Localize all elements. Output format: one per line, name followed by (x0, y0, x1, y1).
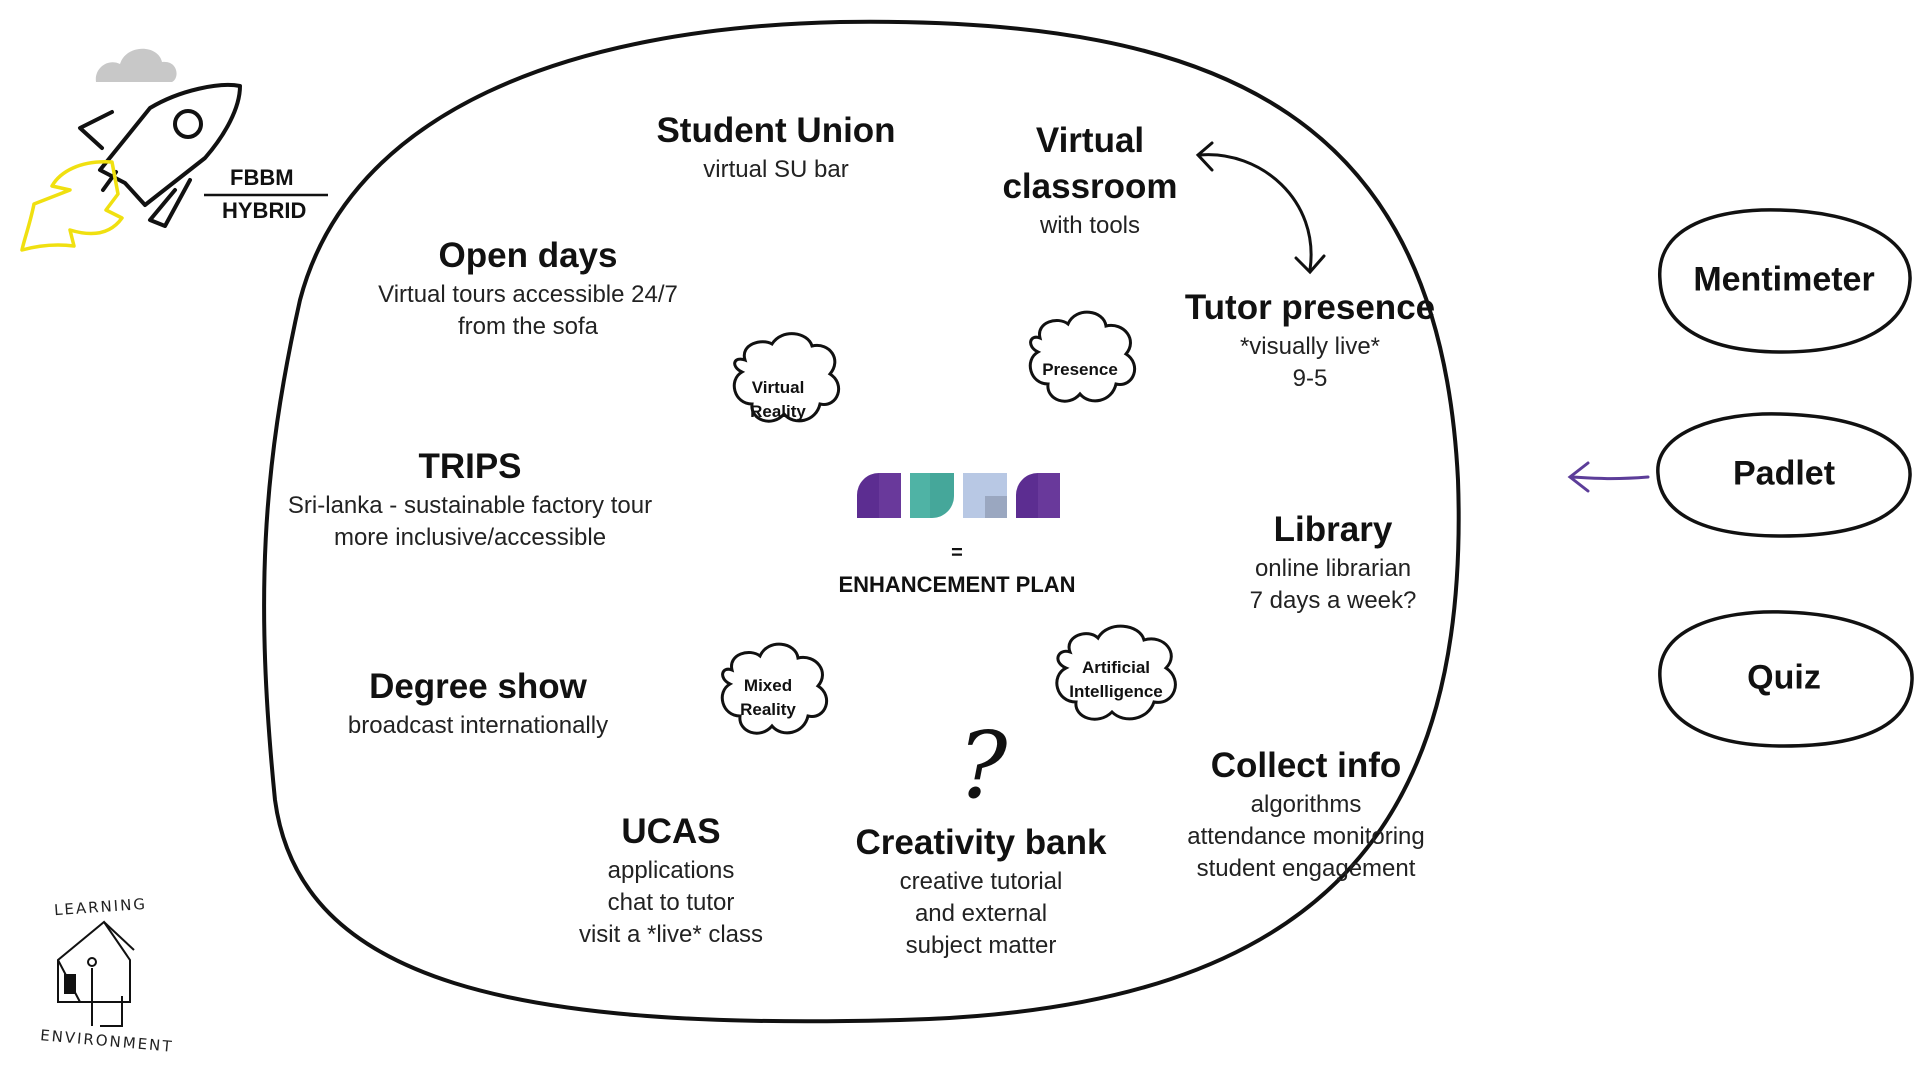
block-line: visit a *live* class (578, 921, 764, 948)
block-line: applications (607, 857, 735, 884)
block-line: with tools (1039, 212, 1141, 239)
block-title: Library (1273, 510, 1393, 549)
block-title-line1: Virtual (1035, 121, 1145, 160)
block-title: Open days (438, 236, 618, 275)
block-title: UCAS (621, 812, 721, 851)
cloud-shape-virtual-reality (732, 332, 841, 423)
rocket-flame-icon (20, 160, 124, 252)
block-collect-info: Collect info algorithms attendance monit… (1187, 743, 1425, 885)
block-line: and external (914, 900, 1048, 927)
block-line: virtual SU bar (703, 156, 849, 183)
block-title-line2: classroom (1002, 167, 1178, 206)
tool-label-mentimeter: Mentimeter (1693, 260, 1875, 299)
question-mark: ? (958, 712, 1008, 819)
block-line: more inclusive/accessible (333, 524, 607, 551)
cloud-label-artificial-intelligence: Artificial Intelligence (1069, 656, 1163, 704)
cloud-label-line: Artificial (1081, 658, 1151, 677)
block-virtual-classroom: Virtual classroom with tools (1002, 118, 1177, 242)
cloud-shape-artificial-intelligence (1055, 624, 1177, 721)
bidirectional-arrow-icon (1195, 141, 1326, 275)
tool-oval-quiz (1658, 610, 1914, 748)
block-open-days: Open days Virtual tours accessible 24/7 … (378, 233, 678, 343)
block-trips: TRIPS Sri-lanka - sustainable factory to… (288, 444, 652, 554)
cloud-label-presence: Presence (1042, 358, 1118, 382)
aula-logo (857, 473, 1060, 518)
badge-bottom-label: HYBRID (222, 198, 307, 223)
block-ucas: UCAS applications chat to tutor visit a … (579, 809, 763, 951)
block-line: attendance monitoring (1187, 823, 1425, 850)
tool-oval-padlet (1656, 412, 1912, 538)
cloud-shape-mixed-reality (720, 642, 829, 735)
tool-label-quiz: Quiz (1747, 658, 1821, 697)
block-title: Creativity bank (855, 823, 1107, 862)
cloud-label-virtual-reality: Virtual Reality (750, 376, 806, 424)
block-line: Sri-lanka - sustainable factory tour (287, 492, 653, 519)
block-line: from the sofa (457, 313, 599, 340)
cloud-label-line: Intelligence (1069, 682, 1163, 701)
badge-top-label: FBBM (230, 165, 294, 190)
tool-label-padlet: Padlet (1732, 454, 1836, 493)
block-tutor-presence: Tutor presence *visually live* 9-5 (1185, 285, 1435, 395)
cloud-label-mixed-reality: Mixed Reality (740, 674, 796, 722)
block-line: *visually live* (1239, 333, 1381, 360)
cloud-label-line: Presence (1042, 360, 1118, 379)
block-title: Collect info (1210, 746, 1402, 785)
tool-oval-mentimeter (1658, 208, 1912, 354)
block-line: 9-5 (1292, 365, 1328, 392)
block-line: creative tutorial (899, 868, 1063, 895)
cloud-label-line: Reality (740, 700, 796, 719)
cloud-label-line: Reality (750, 402, 806, 421)
block-title: Tutor presence (1184, 288, 1436, 327)
block-line: broadcast internationally (347, 712, 609, 739)
main-blob-outline (262, 19, 1461, 1024)
cloud-label-line: Mixed (743, 676, 793, 695)
learning-environment-house-icon (57, 920, 135, 1027)
purple-arrow-icon (1567, 461, 1650, 493)
block-line: 7 days a week? (1249, 587, 1417, 614)
block-line: online librarian (1254, 555, 1412, 582)
cloud-label-line: Virtual (751, 378, 805, 397)
block-degree-show: Degree show broadcast internationally (348, 664, 608, 742)
block-title: Student Union (656, 111, 896, 150)
center-equals: = (951, 542, 963, 564)
center-label: ENHANCEMENT PLAN (838, 572, 1076, 597)
block-title: Degree show (369, 667, 587, 706)
block-library: Library online librarian 7 days a week? (1250, 507, 1417, 617)
block-line: Virtual tours accessible 24/7 (378, 281, 678, 308)
grey-cloud-icon (95, 48, 177, 82)
block-line: subject matter (905, 932, 1057, 959)
block-line: algorithms (1250, 791, 1362, 818)
block-line: student engagement (1196, 855, 1416, 882)
block-title: TRIPS (418, 447, 522, 486)
block-line: chat to tutor (607, 889, 735, 916)
block-creativity-bank: Creativity bank creative tutorial and ex… (856, 820, 1107, 962)
cloud-shape-presence (1028, 310, 1137, 403)
block-student-union: Student Union virtual SU bar (656, 108, 895, 186)
rocket-icon (78, 83, 242, 228)
